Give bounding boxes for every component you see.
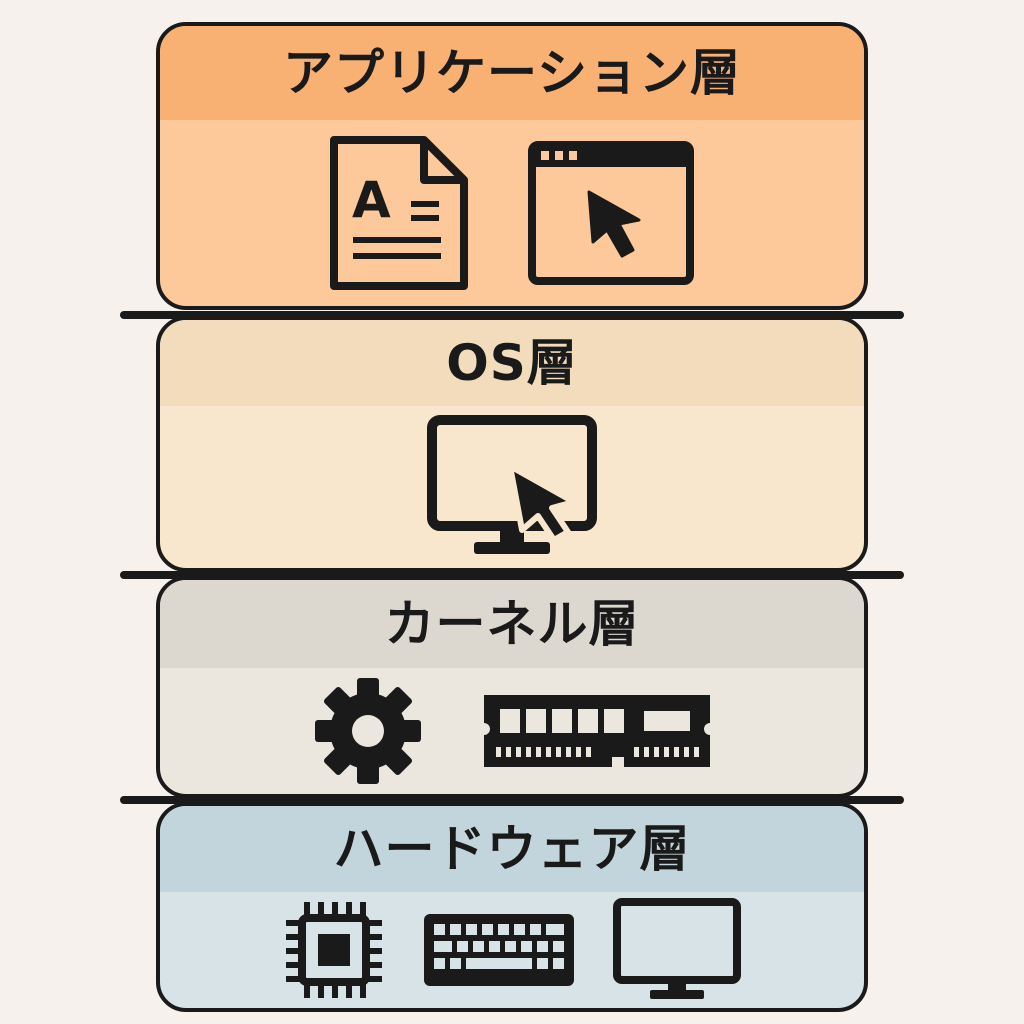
layer-header: ハードウェア層 bbox=[160, 806, 864, 892]
layer-header: カーネル層 bbox=[160, 580, 864, 668]
gear-icon bbox=[314, 677, 422, 785]
keyboard-icon bbox=[424, 914, 574, 986]
memory-module-icon bbox=[484, 695, 710, 767]
cpu-chip-icon bbox=[282, 898, 386, 1002]
svg-text:A: A bbox=[352, 171, 391, 229]
layer-icons bbox=[160, 892, 864, 1008]
app-window-cursor-icon bbox=[527, 140, 695, 286]
layer-divider bbox=[120, 571, 904, 579]
os-layer: OS層 bbox=[156, 316, 868, 572]
layer-icons bbox=[160, 406, 864, 568]
monitor-cursor-icon bbox=[426, 414, 598, 560]
document-icon: A bbox=[329, 135, 469, 291]
monitor-icon bbox=[612, 898, 742, 1002]
kernel-layer: カーネル層 bbox=[156, 576, 868, 798]
application-layer: アプリケーション層 A bbox=[156, 22, 868, 310]
layer-title: カーネル層 bbox=[384, 595, 640, 653]
layer-header: アプリケーション層 bbox=[160, 26, 864, 120]
layer-header: OS層 bbox=[160, 320, 864, 406]
layer-icons: A bbox=[160, 120, 864, 306]
layer-title: OS層 bbox=[446, 334, 578, 392]
layer-icons bbox=[160, 668, 864, 794]
layer-title: ハードウェア層 bbox=[333, 820, 691, 878]
layer-divider bbox=[120, 311, 904, 319]
layer-title: アプリケーション層 bbox=[283, 44, 741, 102]
hardware-layer: ハードウェア層 bbox=[156, 802, 868, 1012]
layer-divider bbox=[120, 796, 904, 804]
